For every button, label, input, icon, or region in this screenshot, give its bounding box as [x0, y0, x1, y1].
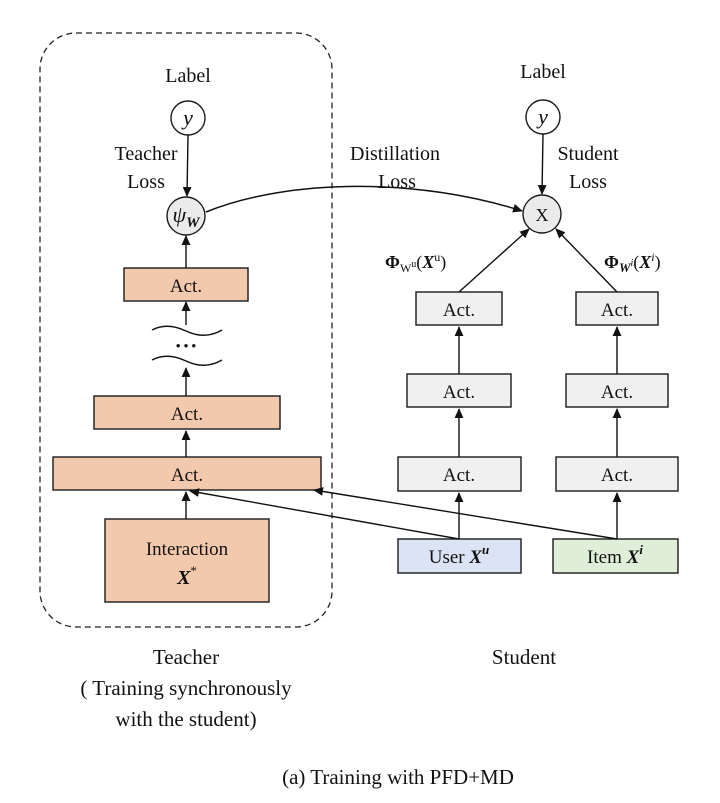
student-loss-line1: Student	[557, 143, 619, 165]
user-input-var: X	[468, 547, 483, 568]
psi-symbol: ψ	[172, 202, 186, 227]
product-node	[522, 194, 562, 234]
teacher-label-heading: Label	[165, 65, 211, 87]
user-act-box-bottom	[397, 456, 522, 492]
user-input-text: User	[429, 547, 470, 568]
phi-item-var: X	[638, 252, 652, 272]
teacher-act-top-label: Act.	[170, 276, 202, 297]
teacher-caption: Teacher	[153, 645, 219, 669]
phi-user-close: )	[440, 252, 446, 273]
student-loss-line2: Loss	[569, 171, 607, 193]
teacher-loss-line2: Loss	[127, 171, 165, 193]
break-mark-bottom	[151, 355, 223, 366]
distillation-loss-line2: Loss	[378, 171, 416, 193]
figure-caption: (a) Training with PFD+MD	[282, 765, 514, 789]
distillation-arrow	[205, 185, 523, 213]
arrow-item-input-to-teacher	[313, 487, 618, 540]
item-act-label-top: Act.	[601, 300, 633, 321]
item-input-sup: i	[639, 542, 643, 557]
student-label-var: y	[536, 104, 548, 129]
user-act-box-middle	[406, 373, 512, 408]
teacher-act-middle-label: Act.	[171, 404, 203, 425]
student-caption: Student	[492, 645, 556, 669]
teacher-act-wide-label: Act.	[171, 465, 203, 486]
phi-user-symbol: Φ	[385, 252, 400, 272]
phi-user-var: X	[421, 252, 435, 272]
item-input-box	[552, 538, 679, 574]
psi-subscript: W	[186, 215, 201, 231]
phi-user-subsup: u	[411, 259, 416, 270]
item-input-var: X	[626, 547, 641, 568]
interaction-variable: X*	[176, 563, 197, 589]
break-mark-top	[151, 325, 223, 336]
interaction-var: X	[176, 567, 191, 589]
teacher-label-var: y	[181, 105, 193, 130]
user-act-label-bottom: Act.	[443, 465, 475, 486]
user-act-box-top	[415, 291, 503, 326]
phi-item-close: )	[655, 252, 661, 273]
arrow-label-to-psi	[182, 134, 192, 197]
item-input-text: Item	[587, 547, 627, 568]
distillation-loss-line1: Distillation	[350, 143, 440, 165]
item-input-label: Item Xi	[587, 542, 643, 568]
item-act-label-middle: Act.	[601, 382, 633, 403]
student-label-heading: Label	[520, 61, 566, 83]
arrow-student-label-to-product	[537, 133, 547, 195]
phi-user-sub: W	[400, 261, 412, 275]
phi-user-sup: u	[434, 250, 440, 264]
item-act-label-bottom: Act.	[601, 465, 633, 486]
phi-item-symbol: Φ	[604, 252, 619, 272]
phi-item-open: (	[633, 252, 639, 273]
interaction-input-box	[104, 518, 270, 603]
product-symbol: X	[536, 205, 549, 225]
layers-ellipsis: • • •	[176, 338, 197, 353]
phi-user-label: ΦWu(Xu)	[385, 250, 446, 275]
phi-item-label: ΦWi(Xi)	[604, 250, 661, 275]
arrow-user-tower-to-product	[458, 228, 530, 293]
phi-item-subsup: i	[631, 258, 634, 269]
interaction-label: Interaction	[146, 539, 229, 560]
user-act-label-top: Act.	[443, 300, 475, 321]
user-act-label-middle: Act.	[443, 382, 475, 403]
teacher-dashed-boundary	[39, 32, 333, 628]
user-input-label: User Xu	[429, 542, 490, 568]
arrow-user-input-to-teacher	[189, 488, 460, 540]
phi-item-sup: i	[651, 250, 654, 264]
user-input-box	[397, 538, 522, 574]
phi-item-sub: W	[619, 260, 632, 275]
teacher-act-wide-box	[52, 456, 322, 491]
teacher-act-middle-box	[93, 395, 281, 430]
teacher-psi-label: ψW	[172, 202, 201, 231]
user-input-sup: u	[482, 542, 489, 557]
teacher-act-top-box	[123, 267, 249, 302]
item-act-box-top	[575, 291, 659, 326]
teacher-caption-detail-2: with the student)	[115, 707, 256, 731]
item-act-box-bottom	[555, 456, 679, 492]
phi-user-open: (	[416, 252, 422, 273]
teacher-loss-line1: Teacher	[115, 143, 178, 165]
teacher-caption-detail-1: ( Training synchronously	[80, 676, 292, 700]
interaction-sup: *	[190, 563, 197, 578]
arrow-item-tower-to-product	[555, 228, 618, 293]
